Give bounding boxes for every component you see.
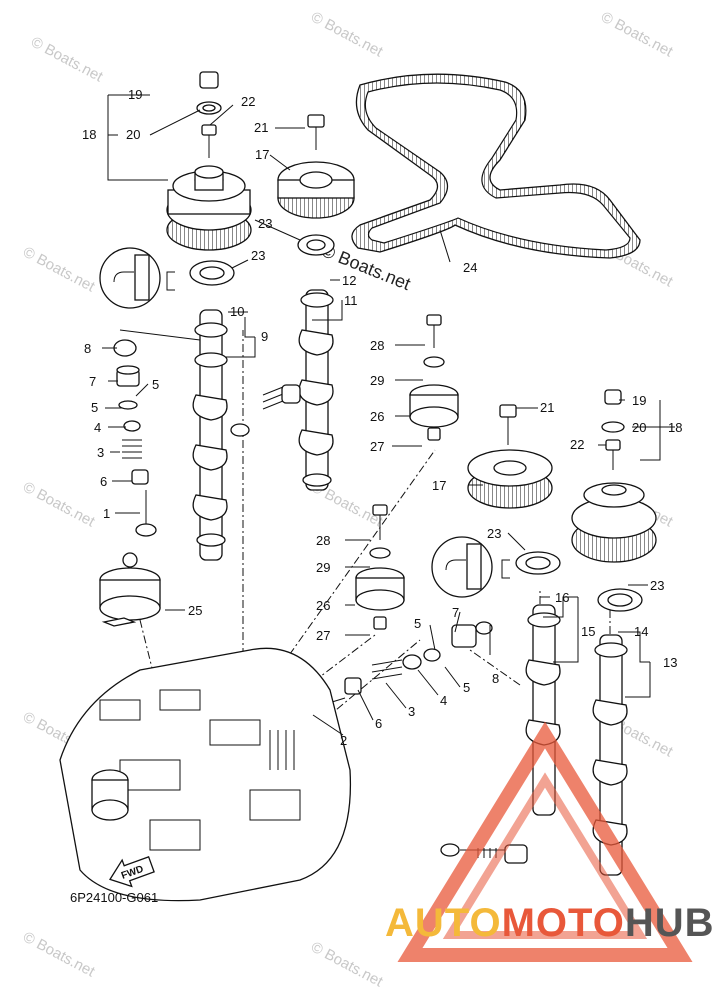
tensioner-lower xyxy=(355,504,405,630)
callout-9: 9 xyxy=(261,329,268,344)
watermark: © Boats.net xyxy=(308,939,386,988)
callout-numbers: 19 22 20 18 21 17 23 23 12 11 10 9 8 7 5… xyxy=(82,87,682,748)
callout-23a: 23 xyxy=(258,216,272,231)
callout-21b: 21 xyxy=(540,400,554,415)
watermark: © Boats.net xyxy=(308,9,386,61)
callout-22b: 22 xyxy=(570,437,584,452)
callout-5a: 5 xyxy=(152,377,159,392)
callout-6b: 6 xyxy=(375,716,382,731)
callout-20: 20 xyxy=(126,127,140,142)
callout-22: 22 xyxy=(241,94,255,109)
callout-26: 26 xyxy=(370,409,384,424)
brand-auto: AUTO xyxy=(385,901,502,945)
cylinder-head xyxy=(59,647,352,902)
callout-21: 21 xyxy=(254,120,268,135)
callout-28: 28 xyxy=(370,338,384,353)
callout-4: 4 xyxy=(94,420,101,435)
callout-4b: 4 xyxy=(440,693,447,708)
detail-inset-right xyxy=(431,536,510,598)
callout-18b: 18 xyxy=(668,420,682,435)
callout-6: 6 xyxy=(100,474,107,489)
detail-inset-left xyxy=(99,247,175,309)
callout-24: 24 xyxy=(463,260,477,275)
callout-25: 25 xyxy=(188,603,202,618)
callout-29: 29 xyxy=(370,373,384,388)
callout-3: 3 xyxy=(97,445,104,460)
callout-27b: 27 xyxy=(316,628,330,643)
callout-5c: 5 xyxy=(414,616,421,631)
oil-seal-left xyxy=(189,260,235,286)
callout-19: 19 xyxy=(128,87,142,102)
watermark: © Boats.net xyxy=(20,479,98,531)
callout-3b: 3 xyxy=(408,704,415,719)
cam-pulley-left xyxy=(166,71,252,251)
callout-leaders xyxy=(102,94,675,736)
watermark: © Boats.net xyxy=(598,9,676,61)
callout-11: 11 xyxy=(344,293,358,308)
brand-hub: HUB xyxy=(625,901,714,945)
callout-13: 13 xyxy=(663,655,677,670)
callout-2: 2 xyxy=(340,733,347,748)
callout-17: 17 xyxy=(255,147,269,162)
callout-19b: 19 xyxy=(632,393,646,408)
callout-8b: 8 xyxy=(492,671,499,686)
timing-belt-24 xyxy=(351,73,641,259)
callout-28b: 28 xyxy=(316,533,330,548)
valve-train-left xyxy=(113,339,301,537)
camshaft-left xyxy=(192,309,228,561)
callout-23c: 23 xyxy=(487,526,501,541)
callout-14: 14 xyxy=(634,624,648,639)
callout-8: 8 xyxy=(84,341,91,356)
callout-27: 27 xyxy=(370,439,384,454)
callout-16: 16 xyxy=(555,590,569,605)
camshaft-middle xyxy=(298,289,334,491)
callout-29b: 29 xyxy=(316,560,330,575)
brand-text: AUTOMOTOHUB xyxy=(385,901,714,945)
tensioner-upper xyxy=(409,314,459,441)
cam-pulley-middle xyxy=(277,114,355,256)
brand-moto: MOTO xyxy=(502,901,625,945)
callout-15: 15 xyxy=(581,624,595,639)
callout-23d: 23 xyxy=(650,578,664,593)
tensioner-25 xyxy=(99,552,161,627)
callout-7b: 7 xyxy=(452,605,459,620)
callout-23b: 23 xyxy=(251,248,265,263)
watermark: © Boats.net xyxy=(20,929,98,981)
diagram-code: 6P24100-G061 xyxy=(70,890,158,905)
callout-7: 7 xyxy=(89,374,96,389)
fwd-arrow: FWD xyxy=(109,856,155,888)
callout-1: 1 xyxy=(103,506,110,521)
cam-pulley-right xyxy=(467,389,657,612)
automotohub-logo: AUTOMOTOHUB xyxy=(385,721,714,962)
callout-18: 18 xyxy=(82,127,96,142)
callout-17b: 17 xyxy=(432,478,446,493)
callout-20b: 20 xyxy=(632,420,646,435)
callout-10: 10 xyxy=(230,304,244,319)
watermark: © Boats.net xyxy=(28,34,106,86)
callout-12: 12 xyxy=(342,273,356,288)
callout-26b: 26 xyxy=(316,598,330,613)
watermark: © Boats.net xyxy=(20,244,98,296)
callout-5b: 5 xyxy=(91,400,98,415)
callout-5d: 5 xyxy=(463,680,470,695)
